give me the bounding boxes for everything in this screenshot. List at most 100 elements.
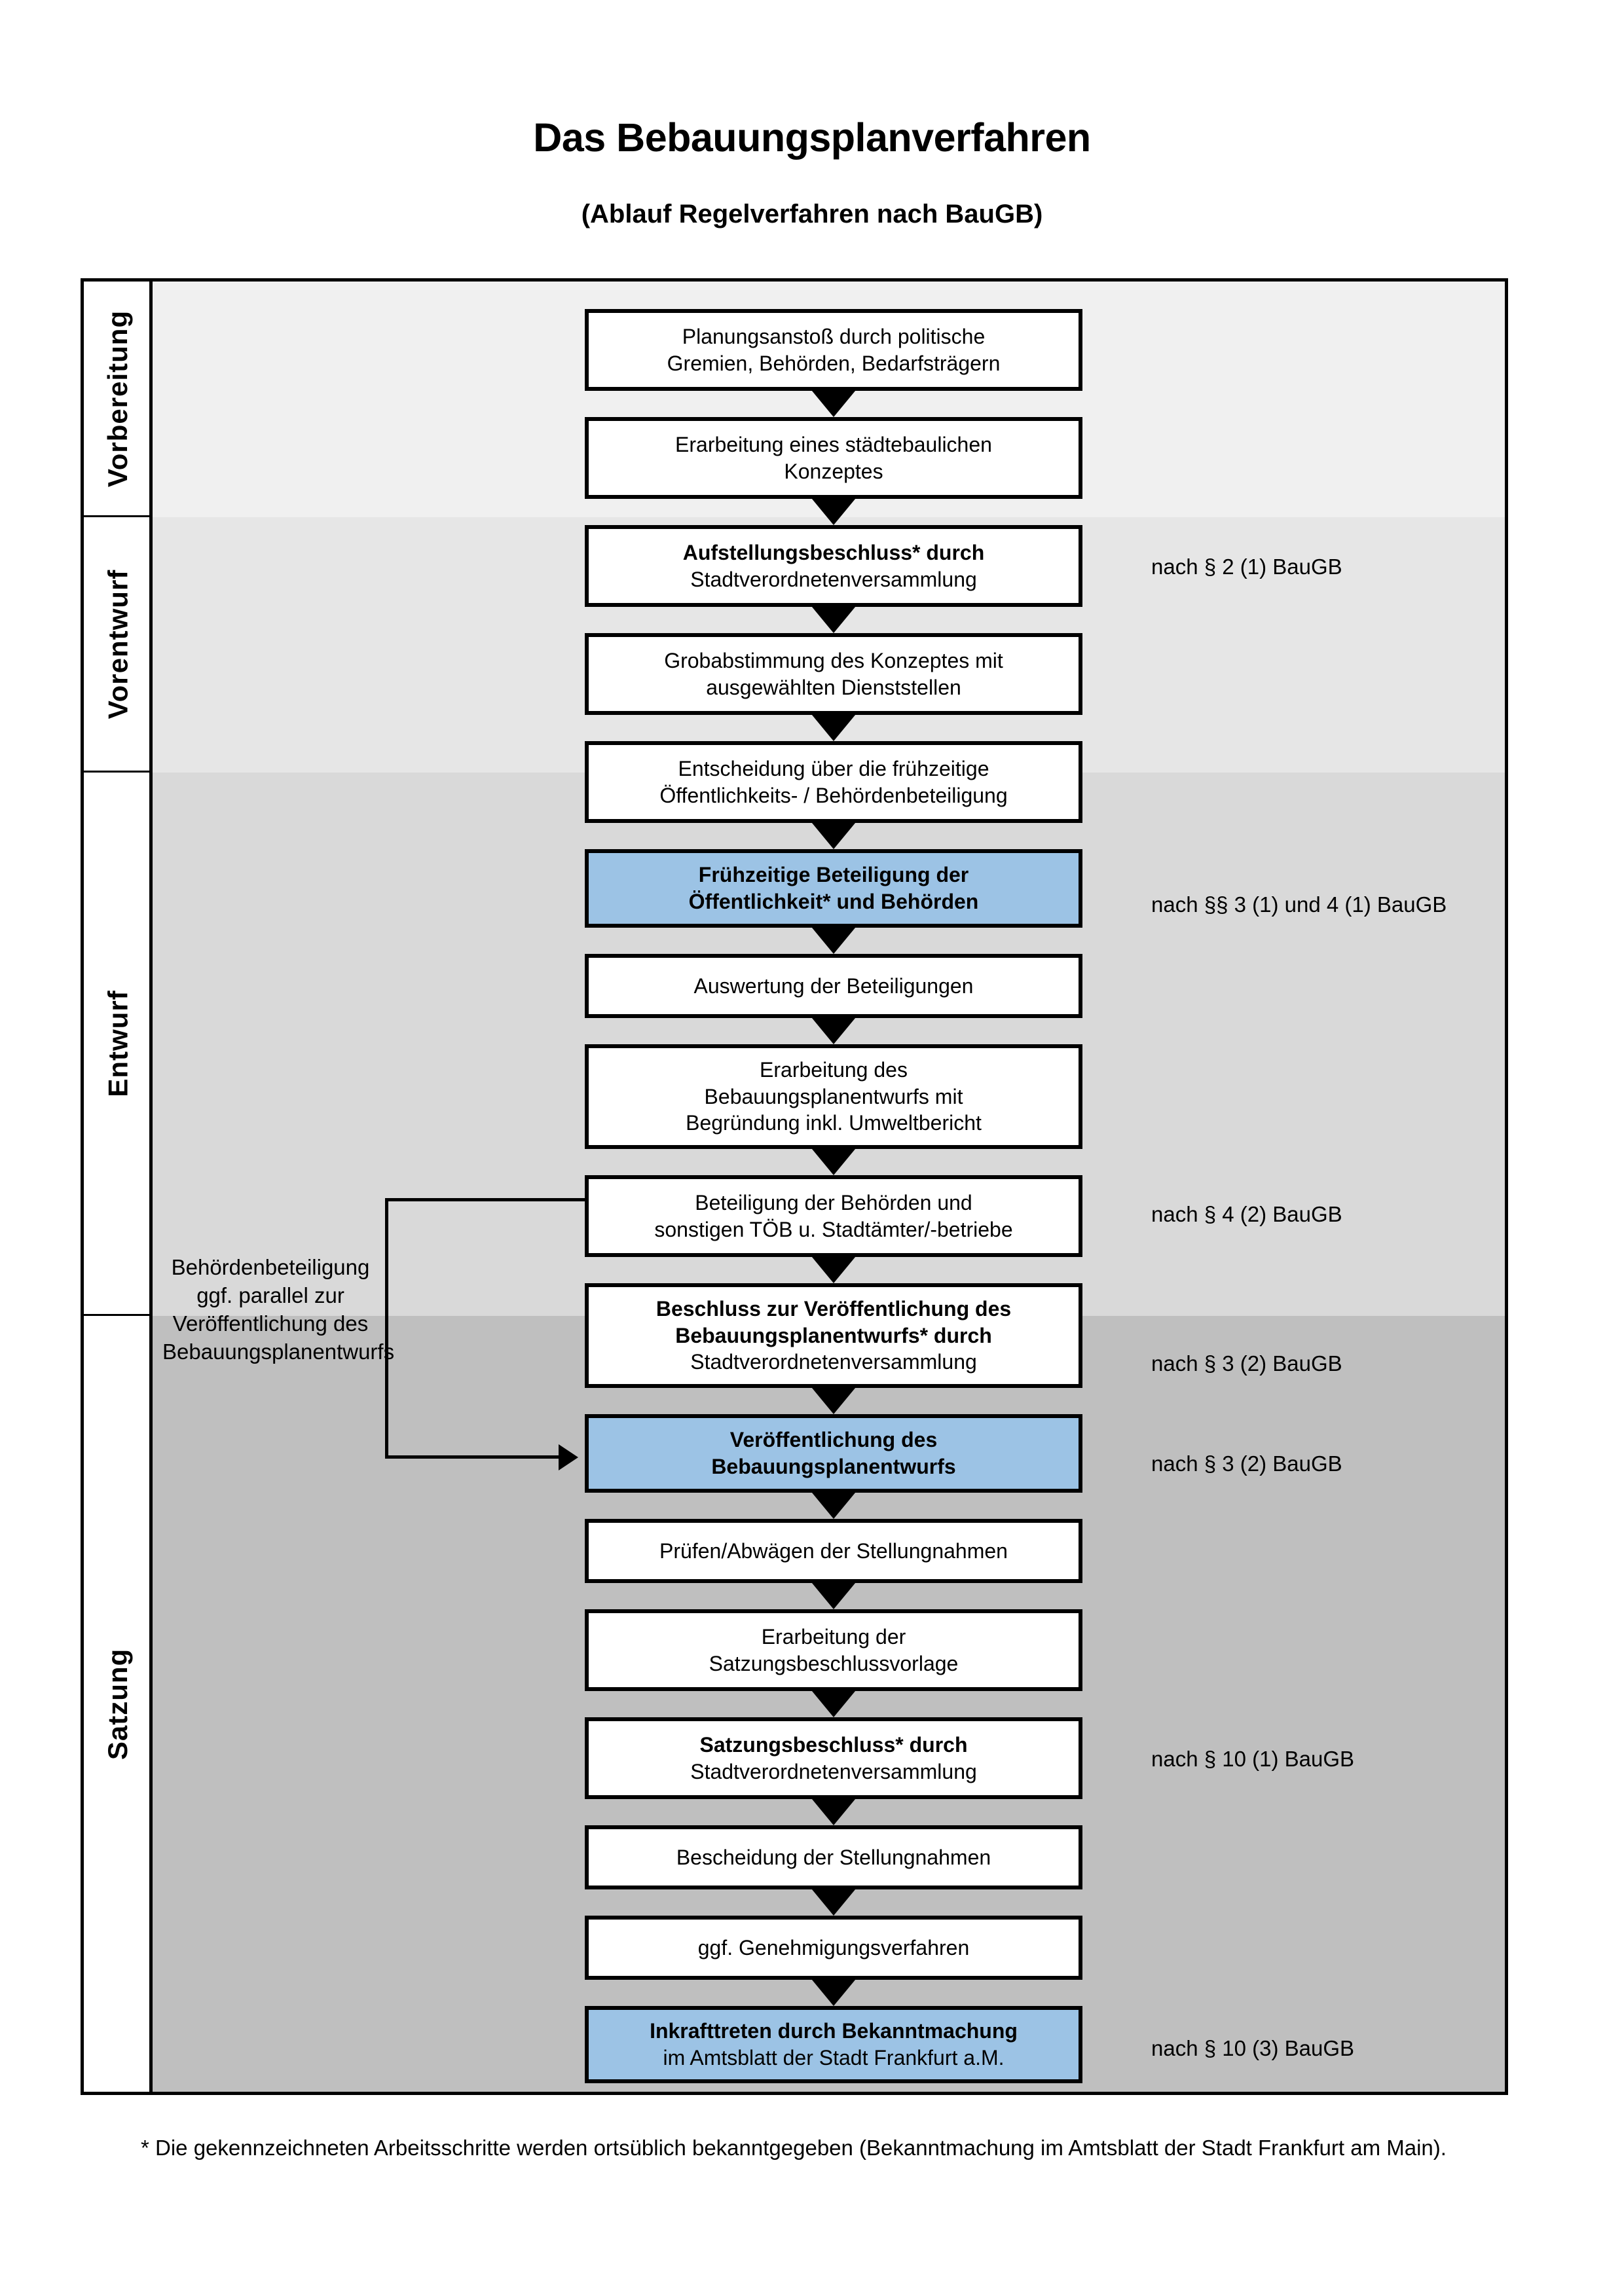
flow-arrow-down (809, 1489, 858, 1519)
legal-reference-par2-1: nach § 2 (1) BauGB (1151, 555, 1342, 579)
process-box-auswertung-beteiligungen[interactable]: Auswertung der Beteiligungen (585, 954, 1082, 1018)
page-title: Das Bebauungsplanverfahren (533, 115, 1091, 160)
box-line-3: Begründung inkl. Umweltbericht (686, 1111, 982, 1135)
note-line-4: Bebauungsplanentwurfs (162, 1339, 395, 1364)
box-line-2: Gremien, Behörden, Bedarfsträgern (667, 351, 1001, 375)
flow-arrow-down (809, 924, 858, 954)
box-line-2-bold: Bebauungsplanentwurfs (711, 1455, 956, 1478)
box-line-2: Bebauungsplanentwurfs mit (704, 1084, 963, 1108)
flow-arrow-down (809, 1014, 858, 1044)
box-line-1: ggf. Genehmigungsverfahren (697, 1935, 970, 1959)
box-line-1: Erarbeitung der (761, 1624, 906, 1649)
box-line-2: im Amtsblatt der Stadt Frankfurt a.M. (663, 2046, 1005, 2069)
box-line-1: Satzungsbeschluss* durch (690, 1732, 977, 1758)
box-line-1-bold: Aufstellungsbeschluss* durch (682, 540, 985, 564)
bracket-connector-top (385, 1198, 588, 1201)
box-line-2: Bebauungsplanentwurfs* durch (656, 1322, 1011, 1349)
box-line-1-bold: Satzungsbeschluss* durch (699, 1732, 968, 1757)
process-box-satzungsbeschlussvorlage[interactable]: Erarbeitung der Satzungsbeschlussvorlage (585, 1609, 1082, 1691)
bracket-connector-bottom (385, 1455, 559, 1459)
box-line-1: Frühzeitige Beteiligung der (689, 862, 979, 888)
box-line-1-bold: Frühzeitige Beteiligung der (698, 863, 969, 887)
box-line-1: Beschluss zur Veröffentlichung des (656, 1296, 1011, 1322)
note-line-1: Behördenbeteiligung (171, 1255, 370, 1279)
process-box-beschluss-veroeffentlichung[interactable]: Beschluss zur Veröffentlichung des Bebau… (585, 1283, 1082, 1388)
flow-arrow-down (809, 603, 858, 633)
box-line-1: Planungsanstoß durch politische (682, 324, 986, 348)
box-line-2: Satzungsbeschlussvorlage (709, 1651, 959, 1675)
box-line-1: Aufstellungsbeschluss* durch (683, 539, 985, 566)
note-line-2: ggf. parallel zur (196, 1283, 344, 1307)
flow-arrow-down (809, 711, 858, 741)
process-box-veroeffentlichung-entwurf[interactable]: Veröffentlichung des Bebauungsplanentwur… (585, 1414, 1082, 1493)
box-line-1: Erarbeitung des (760, 1058, 908, 1082)
process-box-erarbeitung-entwurf[interactable]: Erarbeitung des Bebauungsplanentwurfs mi… (585, 1044, 1082, 1149)
bracket-connector-arrowhead (559, 1444, 578, 1470)
box-line-1: Auswertung der Beteiligungen (693, 974, 974, 998)
legal-reference-par10-3: nach § 10 (3) BauGB (1151, 2036, 1355, 2060)
process-box-bescheidung-stellungnahmen[interactable]: Bescheidung der Stellungnahmen (585, 1825, 1082, 1889)
box-line-1: Prüfen/Abwägen der Stellungnahmen (659, 1539, 1008, 1563)
legal-reference-par3-2-a: nach § 3 (2) BauGB (1151, 1351, 1342, 1376)
legal-reference-par3-1-4-1: nach §§ 3 (1) und 4 (1) BauGB (1151, 892, 1447, 917)
box-line-3: Stadtverordnetenversammlung (690, 1350, 977, 1374)
legal-reference-par3-2-b: nach § 3 (2) BauGB (1151, 1451, 1342, 1476)
flow-arrow-down (809, 1579, 858, 1609)
flow-arrow-down (809, 1976, 858, 2006)
box-line-1-bold: Inkrafttreten durch Bekanntmachung (650, 2019, 1018, 2043)
flow-arrow-down (809, 1145, 858, 1175)
flowchart-frame: Vorbereitung Vorentwurf Entwurf Satzung … (81, 278, 1508, 2095)
flow-arrow-down (809, 1253, 858, 1283)
flow-arrow-down (809, 387, 858, 417)
legal-reference-par4-2: nach § 4 (2) BauGB (1151, 1202, 1342, 1226)
phase-label-satzung: Satzung (84, 1316, 153, 2092)
process-box-satzungsbeschluss[interactable]: Satzungsbeschluss* durch Stadtverordnete… (585, 1717, 1082, 1799)
legal-reference-par10-1: nach § 10 (1) BauGB (1151, 1747, 1355, 1771)
process-box-grobabstimmung[interactable]: Grobabstimmung des Konzeptes mit ausgewä… (585, 633, 1082, 715)
box-line-2: sonstigen TÖB u. Stadtämter/-betriebe (654, 1217, 1013, 1241)
phase-label-vorentwurf: Vorentwurf (84, 517, 153, 773)
note-line-3: Veröffentlichung des (172, 1311, 369, 1336)
process-box-staedtebauliches-konzept[interactable]: Erarbeitung eines städtebaulichen Konzep… (585, 417, 1082, 499)
box-line-2: Öffentlichkeits- / Behördenbeteiligung (659, 783, 1008, 807)
process-box-aufstellungsbeschluss[interactable]: Aufstellungsbeschluss* durch Stadtverord… (585, 525, 1082, 607)
process-box-genehmigungsverfahren[interactable]: ggf. Genehmigungsverfahren (585, 1916, 1082, 1980)
flow-arrow-down (809, 819, 858, 849)
flow-arrow-down (809, 1687, 858, 1717)
box-line-2: Konzeptes (784, 459, 883, 483)
box-line-2: ausgewählten Dienststellen (706, 675, 961, 699)
box-line-1: Grobabstimmung des Konzeptes mit (664, 648, 1003, 672)
process-box-planungsanstoss[interactable]: Planungsanstoß durch politische Gremien,… (585, 309, 1082, 391)
box-line-1: Inkrafttreten durch Bekanntmachung (650, 2018, 1018, 2045)
box-line-1: Erarbeitung eines städtebaulichen (675, 432, 992, 456)
flow-arrow-down (809, 1795, 858, 1825)
box-line-1: Bescheidung der Stellungnahmen (676, 1845, 991, 1869)
phase-label-entwurf: Entwurf (84, 773, 153, 1316)
process-box-fruehzeitige-beteiligung[interactable]: Frühzeitige Beteiligung der Öffentlichke… (585, 849, 1082, 928)
phase-label-text: Vorentwurf (102, 569, 134, 719)
flow-arrow-down (809, 1384, 858, 1414)
phase-label-text: Satzung (102, 1648, 134, 1760)
box-line-1-bold: Beschluss zur Veröffentlichung des (655, 1297, 1012, 1321)
box-line-1-bold: Veröffentlichung des (729, 1428, 938, 1452)
bracket-connector-vertical (385, 1198, 388, 1459)
box-line-2: Stadtverordnetenversammlung (690, 567, 977, 591)
page-subtitle: (Ablauf Regelverfahren nach BauGB) (581, 200, 1043, 228)
box-line-2-bold: Bebauungsplanentwurfs* durch (675, 1323, 992, 1347)
box-line-1: Beteiligung der Behörden und (695, 1190, 972, 1214)
box-line-2: Bebauungsplanentwurfs (711, 1453, 955, 1480)
flow-arrow-down (809, 495, 858, 525)
box-line-2-bold: Öffentlichkeit* und Behörden (688, 890, 979, 913)
footnote-text: * Die gekennzeichneten Arbeitsschritte w… (141, 2136, 1447, 2160)
flow-arrow-down (809, 1886, 858, 1916)
process-box-inkrafttreten[interactable]: Inkrafttreten durch Bekanntmachung im Am… (585, 2006, 1082, 2083)
process-box-beteiligung-behoerden-toeb[interactable]: Beteiligung der Behörden und sonstigen T… (585, 1175, 1082, 1257)
parallel-process-note: Behördenbeteiligung ggf. parallel zur Ve… (162, 1254, 395, 1366)
process-box-entscheidung-fruehzeitige[interactable]: Entscheidung über die frühzeitige Öffent… (585, 741, 1082, 823)
phase-sidebar: Vorbereitung Vorentwurf Entwurf Satzung (84, 282, 153, 2092)
process-box-pruefen-abwaegen[interactable]: Prüfen/Abwägen der Stellungnahmen (585, 1519, 1082, 1583)
box-line-1: Veröffentlichung des (711, 1427, 955, 1453)
box-line-2: Öffentlichkeit* und Behörden (689, 888, 979, 915)
box-line-2: Stadtverordnetenversammlung (690, 1759, 977, 1783)
box-line-1: Entscheidung über die frühzeitige (678, 756, 989, 780)
